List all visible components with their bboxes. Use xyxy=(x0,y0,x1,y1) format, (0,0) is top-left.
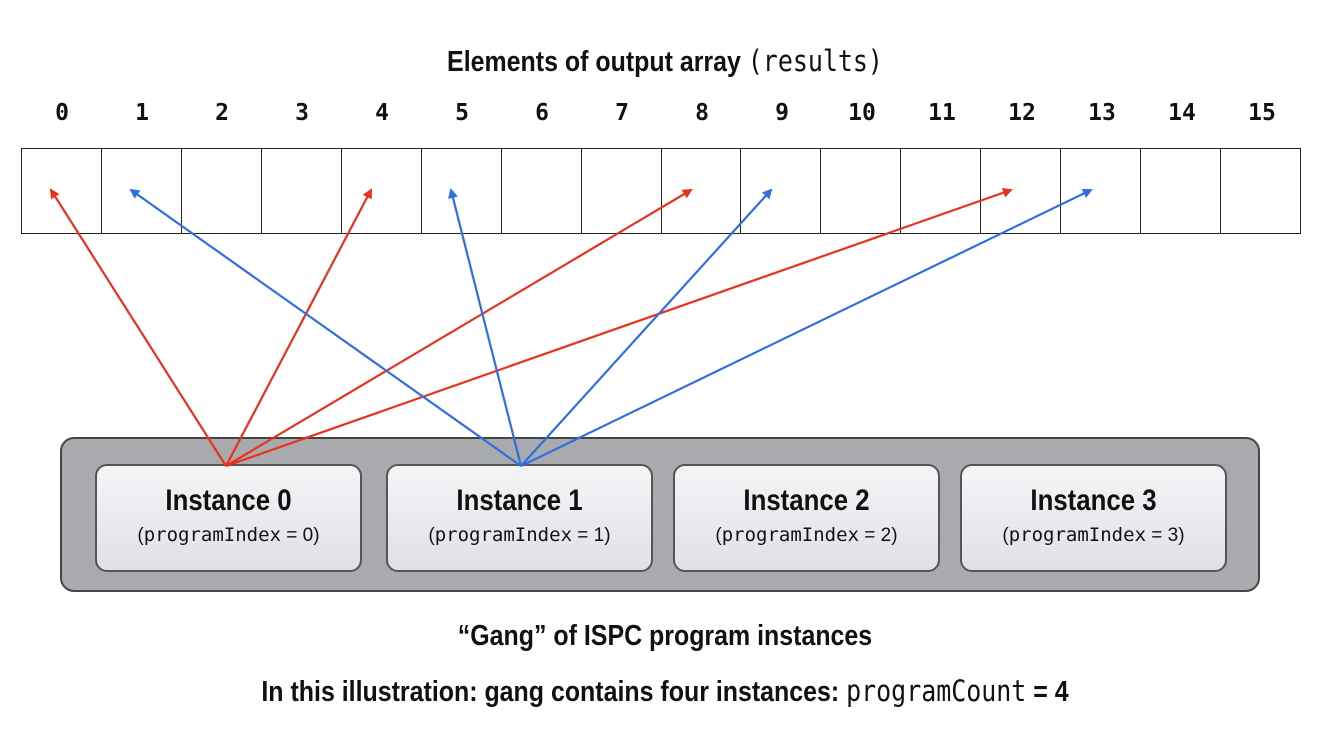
array-cell xyxy=(662,149,742,233)
index-label: 7 xyxy=(615,100,629,126)
arrow-instance1-to-cell13 xyxy=(520,188,1093,467)
index-label: 8 xyxy=(695,100,709,126)
index-label: 5 xyxy=(455,100,469,126)
instance-name: Instance 3 xyxy=(1030,484,1157,517)
title-code: (results) xyxy=(747,44,883,78)
instance-box-0: Instance 0 (programIndex = 0) xyxy=(95,464,362,572)
index-label: 13 xyxy=(1088,100,1116,126)
instance-program-index: (programIndex = 3) xyxy=(1002,524,1185,546)
instance-box-2: Instance 2 (programIndex = 2) xyxy=(673,464,940,572)
index-label: 3 xyxy=(295,100,309,126)
instance-box-3: Instance 3 (programIndex = 3) xyxy=(960,464,1227,572)
output-array xyxy=(21,148,1301,234)
instance-name: Instance 0 xyxy=(165,484,292,517)
instance-program-index: (programIndex = 1) xyxy=(428,524,611,546)
instance-name: Instance 2 xyxy=(743,484,870,517)
gang-caption: “Gang” of ISPC program instances xyxy=(457,620,873,652)
index-label: 1 xyxy=(135,100,149,126)
arrow-instance1-to-cell1 xyxy=(129,188,522,467)
index-label: 14 xyxy=(1168,100,1196,126)
array-cell xyxy=(981,149,1062,233)
array-cell xyxy=(262,149,342,233)
instance-program-index: (programIndex = 2) xyxy=(715,524,898,546)
array-cell xyxy=(1061,149,1142,233)
index-label: 11 xyxy=(928,100,956,126)
array-cell xyxy=(582,149,662,233)
array-cell xyxy=(182,149,262,233)
arrow-instance1-to-cell5 xyxy=(448,188,523,467)
array-cell xyxy=(342,149,422,233)
arrow-instance0-to-cell12 xyxy=(225,187,1013,468)
program-count-caption: In this illustration: gang contains four… xyxy=(261,674,1069,708)
arrow-instance0-to-cell0 xyxy=(49,188,227,467)
array-cell xyxy=(1141,149,1222,233)
index-label: 6 xyxy=(535,100,549,126)
index-label: 12 xyxy=(1008,100,1036,126)
index-label: 10 xyxy=(848,100,876,126)
array-cell xyxy=(901,149,982,233)
array-index-row: 0 1 2 3 4 5 6 7 8 9 10 11 12 13 14 15 xyxy=(22,100,1302,134)
arrow-instance0-to-cell4 xyxy=(225,188,372,467)
index-label: 0 xyxy=(55,100,69,126)
instance-program-index: (programIndex = 0) xyxy=(137,524,320,546)
index-label: 15 xyxy=(1248,100,1276,126)
instance-name: Instance 1 xyxy=(456,484,583,517)
index-label: 2 xyxy=(215,100,229,126)
diagram-title: Elements of output array (results) xyxy=(93,44,1237,79)
array-cell xyxy=(102,149,182,233)
array-cell xyxy=(22,149,102,233)
index-label: 4 xyxy=(375,100,389,126)
title-text: Elements of output array xyxy=(447,46,741,78)
arrow-instance0-to-cell8 xyxy=(225,188,693,467)
arrow-instance1-to-cell9 xyxy=(520,188,773,467)
array-cell xyxy=(502,149,582,233)
index-label: 9 xyxy=(775,100,789,126)
array-cell xyxy=(422,149,502,233)
instance-box-1: Instance 1 (programIndex = 1) xyxy=(386,464,653,572)
array-cell xyxy=(741,149,822,233)
array-cell xyxy=(821,149,902,233)
